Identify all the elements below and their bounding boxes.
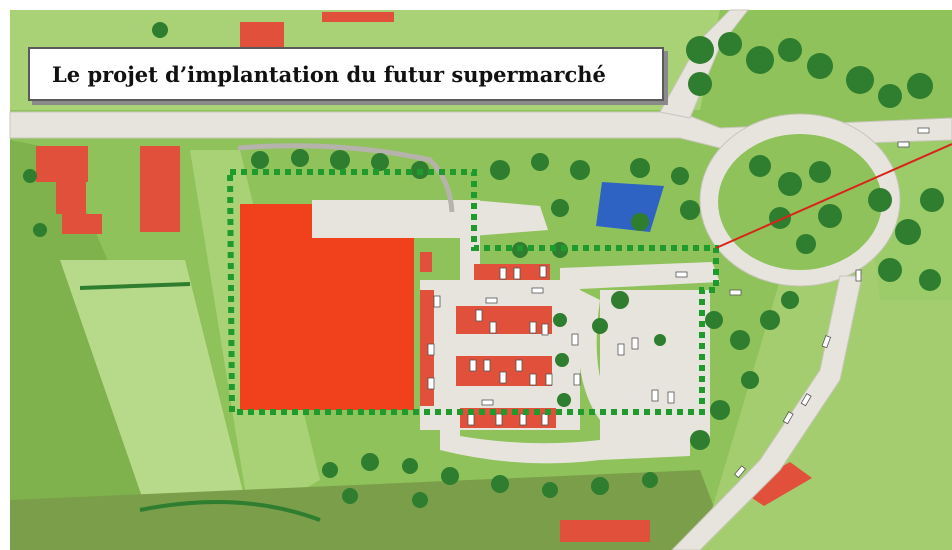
parked-cars bbox=[427, 127, 930, 479]
main-road bbox=[9, 111, 952, 149]
parking-row bbox=[474, 264, 550, 280]
access-road bbox=[472, 200, 548, 236]
title-box: Le projet d’implantation du futur superm… bbox=[28, 47, 664, 101]
hedge bbox=[139, 500, 321, 522]
parking-lot bbox=[420, 280, 580, 430]
store-forecourt bbox=[312, 200, 460, 238]
parking-lot bbox=[600, 290, 710, 440]
building bbox=[240, 22, 284, 48]
building bbox=[62, 214, 102, 234]
building bbox=[560, 520, 650, 542]
parking-row bbox=[456, 306, 552, 334]
field-southwest bbox=[60, 260, 250, 520]
supermarket-building bbox=[240, 204, 414, 410]
project-perimeter-outline bbox=[227, 169, 719, 415]
building bbox=[740, 462, 812, 506]
building bbox=[36, 146, 88, 182]
map-title: Le projet d’implantation du futur superm… bbox=[52, 61, 606, 87]
loop-road bbox=[440, 410, 690, 464]
building bbox=[322, 12, 394, 22]
road-southeast bbox=[671, 275, 863, 550]
building bbox=[56, 182, 86, 214]
parking-row bbox=[420, 252, 432, 272]
parking-row bbox=[420, 290, 434, 406]
pointer-line bbox=[715, 143, 952, 249]
building bbox=[140, 146, 180, 232]
tree-clusters bbox=[23, 22, 944, 508]
access-road bbox=[560, 262, 720, 290]
footpath bbox=[237, 143, 455, 213]
hedge bbox=[79, 282, 191, 290]
